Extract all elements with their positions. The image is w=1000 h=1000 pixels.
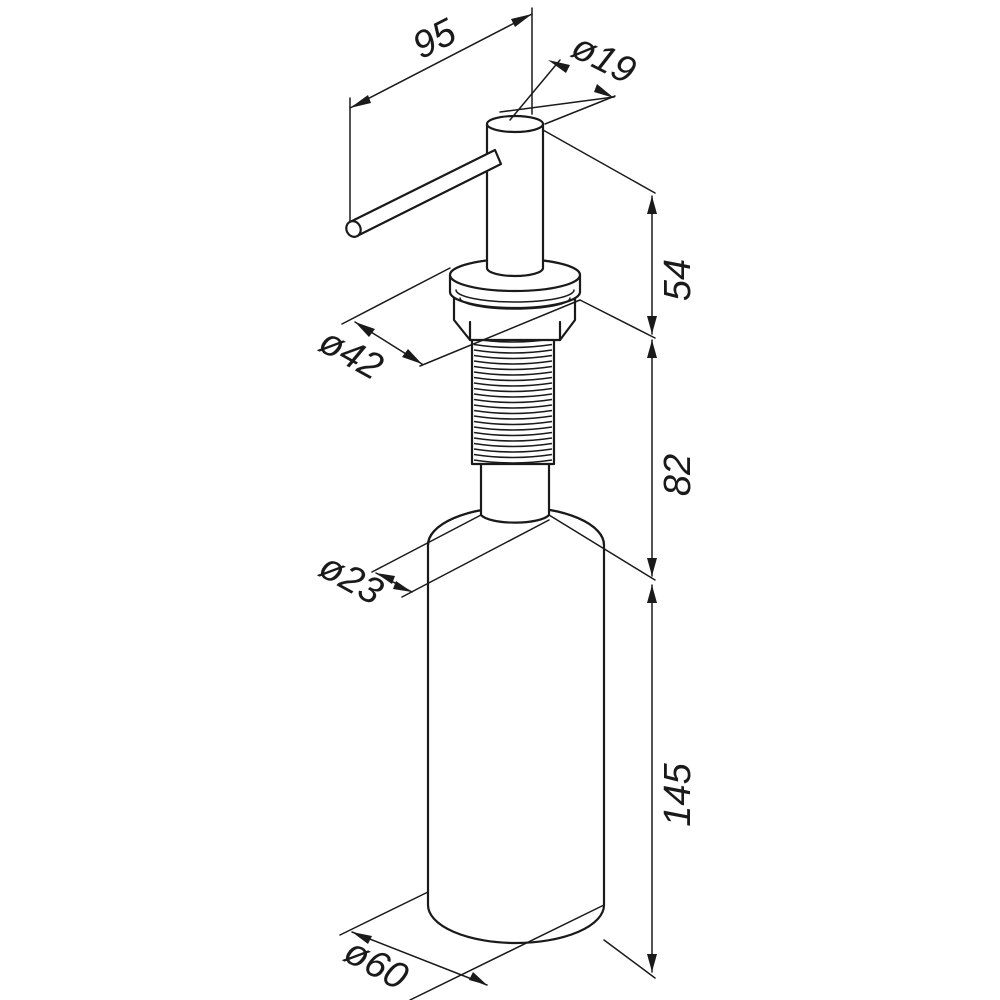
dimension-label-head-diameter: ø19	[565, 26, 642, 93]
thread-ridge	[473, 349, 553, 354]
thread-ridge	[473, 354, 553, 360]
thread-ridge	[473, 343, 553, 349]
spout	[345, 148, 503, 238]
thread-ridge	[473, 404, 553, 409]
thread-ridge	[473, 398, 553, 404]
dimension-label-head-height: 54	[657, 259, 699, 301]
thread-ridge	[473, 437, 553, 442]
dimension-bottle-height: 145	[603, 584, 699, 979]
dimension-label-neck-diameter: ø23	[312, 545, 390, 613]
dimension-label-shank-length: 82	[657, 454, 699, 496]
thread-ridge	[473, 453, 553, 459]
thread-ridge	[473, 409, 553, 415]
bottle-neck	[479, 460, 551, 524]
thread-ridge	[473, 459, 553, 464]
thread-ridge	[473, 376, 553, 382]
dimension-label-bottle-height: 145	[657, 762, 699, 826]
thread-ridge	[473, 426, 553, 431]
thread-ridge	[473, 360, 553, 365]
mounting-flange	[448, 257, 582, 342]
thread-ridge	[473, 393, 553, 398]
dimension-head-diameter: ø19	[499, 26, 642, 125]
dimension-head-height: 54	[542, 129, 699, 339]
thread-ridge	[473, 371, 553, 376]
thread-ridge	[473, 442, 553, 448]
thread-ridge	[473, 415, 553, 420]
thread-ridge	[473, 448, 553, 453]
thread-ridge	[473, 365, 553, 371]
thread-ridge	[473, 382, 553, 387]
thread-ridge	[473, 420, 553, 426]
pump-head	[485, 114, 545, 278]
bottle	[426, 505, 606, 945]
thread-ridge	[473, 387, 553, 393]
dimension-label-bottle-diameter: ø60	[337, 930, 415, 998]
dimension-label-flange-diameter: ø42	[312, 320, 390, 388]
dimension-label-spout-reach: 95	[406, 11, 464, 68]
dimension-shank-length: 82	[548, 339, 699, 581]
thread-ridge	[473, 431, 553, 437]
